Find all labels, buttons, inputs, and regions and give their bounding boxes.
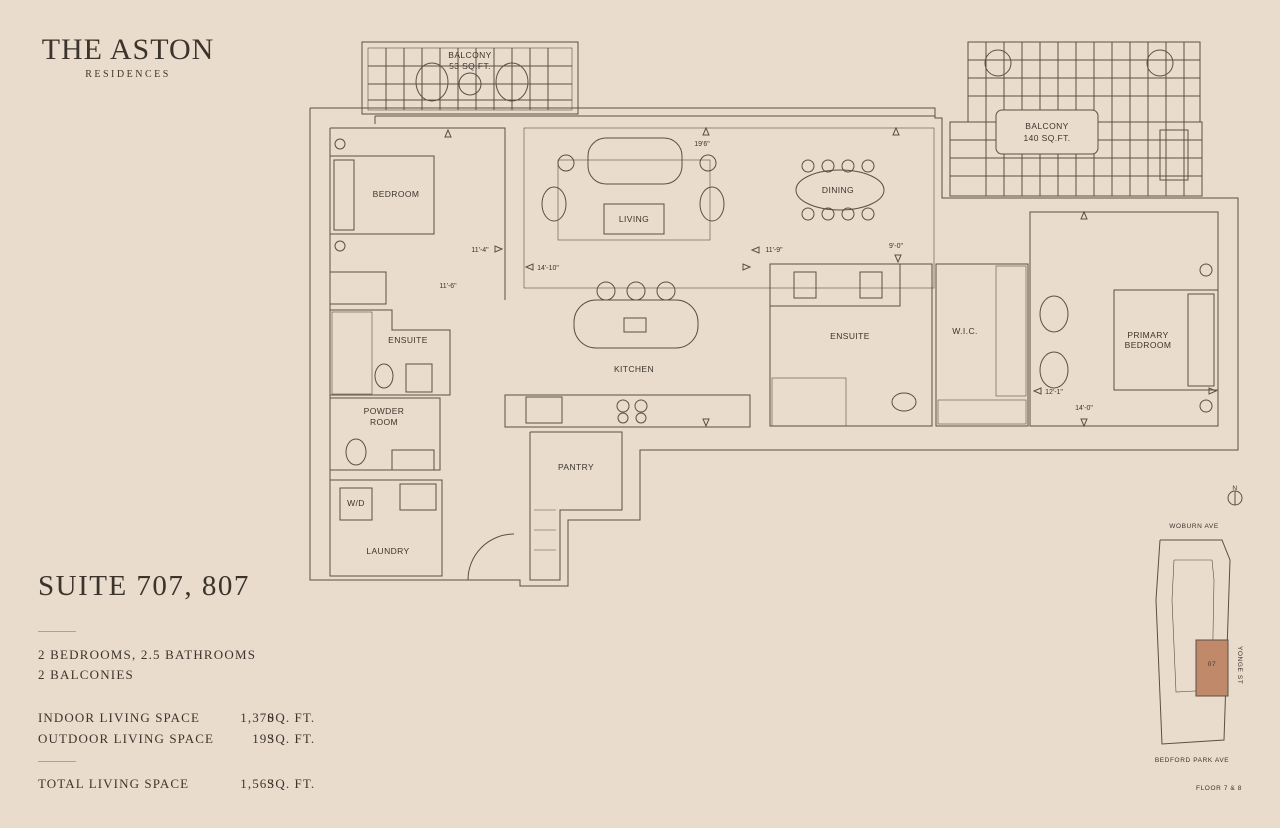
laundry-label: LAUNDRY <box>366 546 409 556</box>
dim-ensuite: 9'-0" <box>889 243 903 250</box>
total-unit: SQ. FT. <box>267 776 316 791</box>
area-row-indoor: INDOOR LIVING SPACE 1,370 SQ. FT. <box>38 710 328 728</box>
living-area <box>523 127 935 289</box>
bedroom-label: BEDROOM <box>373 189 420 199</box>
dim-kitchen: 14'-10" <box>537 265 559 272</box>
suite-title: SUITE 707, 807 <box>38 570 250 602</box>
balcony-left-label: BALCONY <box>448 50 491 60</box>
primary-label-1: PRIMARY <box>1127 330 1168 340</box>
area-unit: SQ. FT. <box>267 731 316 746</box>
balcony-right-area: 140 SQ.FT. <box>1024 133 1071 143</box>
living-label: LIVING <box>619 214 649 224</box>
primary-label-2: BEDROOM <box>1125 340 1172 350</box>
dim-primary-depth: 14'-0" <box>1075 405 1093 412</box>
total-label: TOTAL LIVING SPACE <box>38 776 190 791</box>
area-value: 193 <box>252 731 275 746</box>
wic-label: W.I.C. <box>952 326 978 336</box>
divider <box>38 761 76 762</box>
ensuite-right <box>769 263 933 427</box>
street-bedford: BEDFORD PARK AVE <box>1155 757 1229 764</box>
left-wet-areas <box>329 309 451 577</box>
key-plan <box>1155 490 1243 745</box>
area-label: INDOOR LIVING SPACE <box>38 710 200 725</box>
balcony-right-label: BALCONY <box>1025 121 1068 131</box>
exterior-walls <box>309 107 1239 587</box>
balcony-right <box>949 41 1203 197</box>
primary-bedroom <box>1029 211 1219 427</box>
brand-logo: THE ASTON RESIDENCES <box>38 33 218 80</box>
dim-primary-width: 12'-1" <box>1045 389 1063 396</box>
dim-bedroom: 11'-4" <box>471 247 489 254</box>
street-yonge: YONGE ST <box>1236 646 1243 684</box>
balconies-text: 2 BALCONIES <box>38 667 134 682</box>
dim-living: 19'6" <box>694 141 710 148</box>
brand-subtitle: RESIDENCES <box>85 69 171 80</box>
kitchen-label: KITCHEN <box>614 364 654 374</box>
total-value: 1,563 <box>240 776 275 791</box>
dimension-markers <box>444 126 1218 428</box>
dim-bedroom-depth: 11'-6" <box>439 283 457 290</box>
divider <box>38 631 76 632</box>
kitchen <box>504 281 751 428</box>
unit-number: 07 <box>1208 661 1216 668</box>
powder-label-1: POWDER <box>364 406 405 416</box>
bedrooms-text: 2 BEDROOMS, 2.5 BATHROOMS <box>38 647 257 662</box>
ensuite-right-label: ENSUITE <box>830 331 870 341</box>
street-woburn: WOBURN AVE <box>1169 523 1219 530</box>
pantry <box>467 431 623 581</box>
area-unit: SQ. FT. <box>267 710 316 725</box>
wd-label: W/D <box>347 498 365 508</box>
area-label: OUTDOOR LIVING SPACE <box>38 731 215 746</box>
floor-label: FLOOR 7 & 8 <box>1196 785 1242 792</box>
dim-dining: 11'-9" <box>765 247 783 254</box>
area-value: 1,370 <box>240 710 275 725</box>
balcony-left-area: 53 SQ.FT. <box>449 61 491 71</box>
north-label: N <box>1232 485 1237 492</box>
powder-label-2: ROOM <box>370 417 398 427</box>
area-row-outdoor: OUTDOOR LIVING SPACE 193 SQ. FT. <box>38 731 328 749</box>
unit-highlight <box>1195 639 1229 697</box>
area-row-total: TOTAL LIVING SPACE 1,563 SQ. FT. <box>38 776 328 794</box>
ensuite-left-label: ENSUITE <box>388 335 428 345</box>
pantry-label: PANTRY <box>558 462 594 472</box>
walk-in-closet <box>935 263 1029 427</box>
brand-name: THE ASTON <box>41 33 215 66</box>
dining-label: DINING <box>822 185 854 195</box>
balcony-left <box>361 41 579 115</box>
